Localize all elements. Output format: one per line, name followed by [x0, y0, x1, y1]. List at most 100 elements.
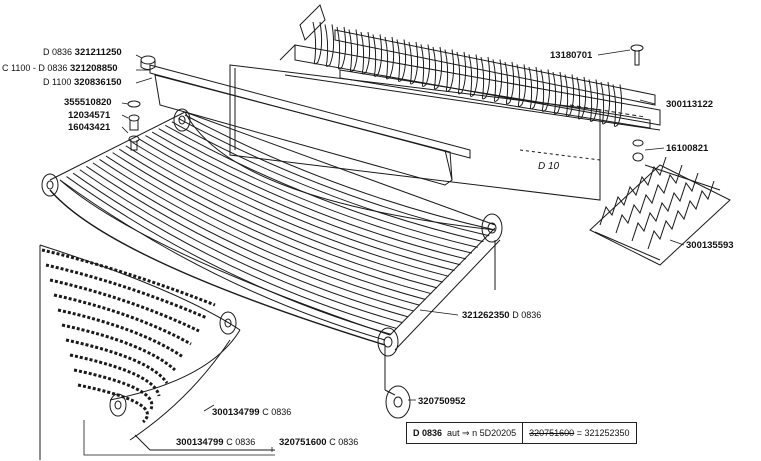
grate-bar [184, 114, 496, 231]
grate-bar [99, 159, 420, 306]
callout-321211250: D 0836 321211250 [43, 47, 122, 58]
end-discs [41, 108, 503, 419]
comb-loop [372, 34, 383, 77]
callout-part-number: 321262350 [462, 310, 510, 321]
zigzag-row [647, 180, 715, 250]
comb-loop [492, 59, 503, 102]
callout-300135593: 300135593 [686, 240, 734, 251]
grate-bar [125, 145, 444, 283]
inset-row [61, 323, 177, 372]
inset-row [41, 248, 216, 307]
callout-part-number: 320750952 [418, 396, 466, 407]
callout-321262350: 321262350 D 0836 [462, 310, 541, 321]
callout-code: C 0836 [226, 437, 256, 447]
comb-loop [516, 64, 527, 107]
zigzag-row [631, 172, 699, 242]
grate-bars [59, 114, 496, 341]
callout-part-number: 300134799 [212, 407, 260, 418]
inset-teeth-rows [41, 248, 216, 424]
callout-part-number: 300113122 [666, 99, 714, 110]
grate-bar [151, 131, 467, 260]
callout-part-number: 321208850 [70, 63, 118, 74]
comb-loop [408, 41, 419, 85]
grate-bar [105, 155, 426, 300]
note-old-part: 320751600 [529, 428, 575, 438]
callout-320750952: 320750952 [418, 396, 466, 407]
note-model: D 0836 [413, 428, 443, 438]
grate-bar [138, 138, 455, 272]
note-new-part: 321252350 [584, 428, 630, 438]
callout-part-number: 13180701 [550, 50, 593, 61]
inset-row [57, 308, 184, 359]
callout-part-number: 300135593 [686, 240, 734, 251]
grate-bar [145, 135, 461, 266]
grate-bar [79, 169, 403, 324]
comb-loop [552, 71, 563, 115]
zigzag-teeth [599, 156, 715, 250]
grate-bar [66, 176, 391, 335]
callout-part-number: 320836150 [74, 77, 122, 88]
callout-16100821: 16100821 [666, 143, 708, 154]
comb-loop [432, 46, 443, 90]
grate-bar [112, 152, 432, 295]
grate-bar [118, 148, 438, 289]
callout-code: D 0836 [512, 310, 542, 320]
callout-part-number: 300134799 [176, 437, 224, 448]
zigzag-row [615, 164, 683, 234]
callout-part-number: 320751600 [279, 437, 327, 448]
zigzag-row [599, 156, 667, 226]
note-right-cell: 320751600 = 321252350 [522, 423, 635, 443]
comb-loop [480, 56, 491, 100]
grate-bar [171, 121, 484, 243]
revision-note: D 0836 aut ⇒ n 5D20205 320751600 = 32125… [406, 422, 637, 444]
detail-inset [39, 244, 275, 460]
callout-code: C 0836 [329, 437, 359, 447]
callout-320836150: D 1100 320836150 [43, 77, 122, 88]
grate-bar [158, 128, 472, 254]
comb-loop [612, 84, 623, 127]
callout-part-number: 16100821 [666, 143, 709, 154]
inset-row [73, 368, 154, 410]
grate-bar [86, 165, 409, 318]
view-label: D 10 [538, 161, 560, 172]
concave-grate [49, 111, 501, 396]
grate-bar [132, 141, 449, 277]
comb-loop [396, 39, 407, 82]
callout-355510820: 355510820 [64, 97, 112, 108]
grate-bar [165, 124, 478, 248]
grate-bar [72, 172, 397, 329]
inset-row [45, 263, 208, 320]
note-condition: aut ⇒ n 5D20205 [447, 427, 517, 438]
callout-code: D 1100 [43, 77, 72, 87]
comb-loop [600, 81, 611, 125]
callout-code: C 1100 - D 0836 [2, 63, 68, 73]
comb-loop [420, 44, 431, 87]
grate-bar [92, 162, 415, 312]
callout-300134799-lower: 300134799 C 0836 [176, 437, 255, 448]
top-strip [334, 29, 656, 129]
comb-loop [384, 36, 395, 80]
callout-part-number: 16043421 [68, 122, 111, 133]
callout-part-number: 321211250 [74, 47, 122, 58]
callout-12034571: 12034571 [68, 110, 110, 121]
grate-bar [178, 117, 490, 237]
hardware [127, 44, 644, 162]
rear-housing [229, 4, 661, 201]
callout-300113122: 300113122 [666, 99, 713, 110]
zigzag-plate [589, 164, 731, 266]
comb-loop [468, 54, 479, 97]
comb-loop [348, 29, 359, 72]
comb-loop [336, 26, 347, 70]
inset-row [69, 353, 161, 397]
inset-row [65, 338, 169, 384]
note-equals: = [576, 428, 582, 438]
callout-code: D 0836 [43, 47, 73, 57]
comb-loop [576, 76, 587, 120]
comb-loop [588, 79, 599, 122]
comb-loop [324, 24, 335, 67]
comb-loop [504, 61, 515, 105]
callout-13180701: 13180701 [550, 50, 592, 61]
comb-loop [444, 49, 455, 92]
